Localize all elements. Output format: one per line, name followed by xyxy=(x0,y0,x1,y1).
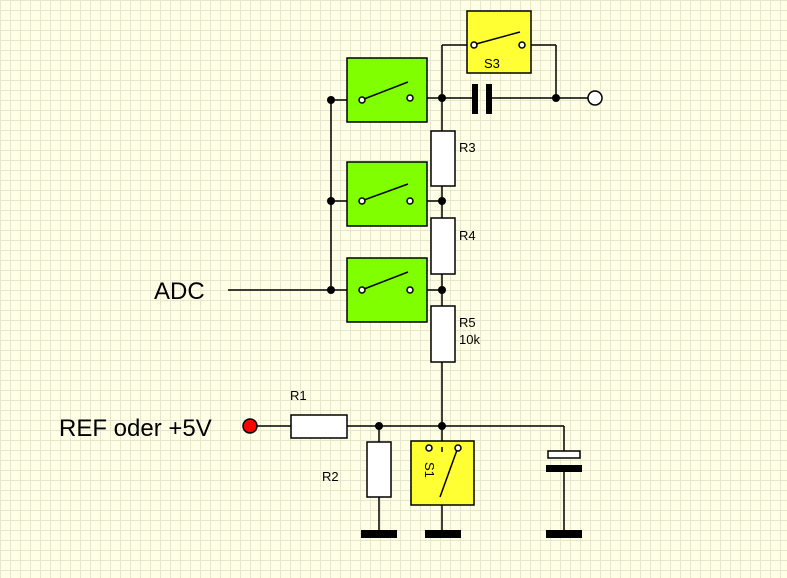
r1-label: R1 xyxy=(290,388,307,403)
resistor-r1: R1 xyxy=(290,388,348,439)
switch-middle xyxy=(346,161,428,227)
resistor-r5: R5 10k xyxy=(430,305,480,363)
switch-s3: S3 xyxy=(466,10,532,74)
resistor-r4: R4 xyxy=(430,217,476,275)
ref-input-terminal xyxy=(242,418,258,434)
r4-label: R4 xyxy=(459,228,476,243)
s1-label: S1 xyxy=(422,462,437,478)
ref-label: REF oder +5V xyxy=(59,415,212,442)
junction-dots xyxy=(327,94,560,430)
resistor-r3: R3 xyxy=(430,130,476,187)
r3-label: R3 xyxy=(459,140,476,155)
switch-bottom xyxy=(346,257,428,323)
resistor-r2: R2 xyxy=(322,441,392,498)
output-terminal xyxy=(587,90,603,106)
adc-label: ADC xyxy=(154,278,205,305)
ground-r2 xyxy=(361,530,397,538)
switch-top xyxy=(346,57,428,123)
r5-label: R5 xyxy=(459,315,476,330)
capacitor-top xyxy=(472,84,492,114)
ground-capacitor xyxy=(546,530,582,538)
switch-s1: S1 xyxy=(410,440,475,506)
s3-label: S3 xyxy=(484,56,500,71)
r5-value: 10k xyxy=(459,332,480,347)
r2-label: R2 xyxy=(322,469,339,484)
ground-s1 xyxy=(425,530,461,538)
capacitor-electrolytic xyxy=(546,450,582,472)
